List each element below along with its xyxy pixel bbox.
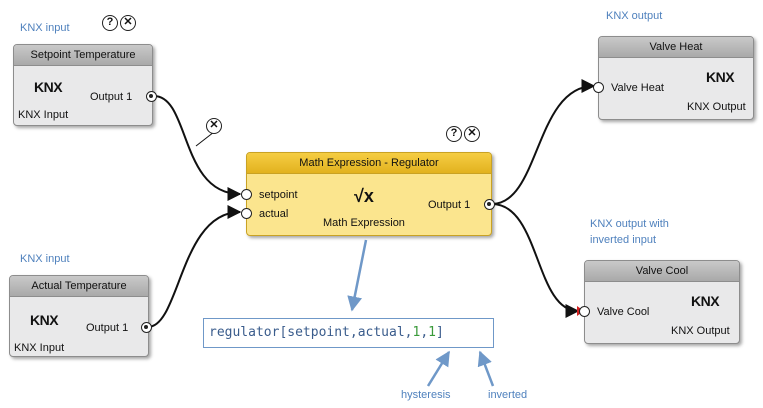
arrow-hysteresis <box>426 350 451 387</box>
caption-knx-output-top: KNX output <box>606 10 663 22</box>
node-math-expression[interactable]: Math Expression - Regulator setpoint act… <box>241 152 495 236</box>
port-label: Valve Cool <box>597 306 650 318</box>
caption-knx-output-inverted-line2: inverted input <box>590 234 657 246</box>
output-port[interactable] <box>146 91 157 102</box>
expression-prefix: regulator[setpoint,actual, <box>209 325 413 340</box>
expression-comma: , <box>420 325 429 340</box>
node-type-label: KNX Input <box>18 109 69 121</box>
node-type-label: KNX Input <box>14 342 65 354</box>
caption-hysteresis: hysteresis <box>401 389 451 401</box>
delete-connection-button[interactable]: ✕ <box>206 118 222 134</box>
node-actual-temperature[interactable]: Actual Temperature KNX Output 1 KNX Inpu… <box>9 275 152 357</box>
node-title: Setpoint Temperature <box>14 45 152 66</box>
arrow-inverted <box>477 350 495 387</box>
node-type-label: KNX Output <box>671 325 730 337</box>
knx-logo: KNX <box>30 312 59 328</box>
wire-setpoint-to-math <box>153 95 242 201</box>
caption-knx-input-bottom: KNX input <box>20 253 70 265</box>
expression-suffix: ] <box>435 325 444 340</box>
node-type-label: KNX Output <box>687 101 746 113</box>
sqrt-icon: √x <box>354 186 374 206</box>
close-button-math[interactable]: ✕ <box>464 126 480 142</box>
expression-arg-inverted: 1 <box>428 325 436 340</box>
port-label: Output 1 <box>86 322 129 334</box>
node-setpoint-temperature[interactable]: Setpoint Temperature KNX Output 1 KNX In… <box>13 44 157 126</box>
knx-logo: KNX <box>34 79 63 95</box>
close-button-knx-input[interactable]: ✕ <box>120 15 136 31</box>
input-label-setpoint: setpoint <box>259 189 298 201</box>
input-port[interactable] <box>579 306 590 317</box>
node-title: Actual Temperature <box>10 276 148 297</box>
output-port[interactable] <box>484 199 495 210</box>
port-label: Output 1 <box>90 91 133 103</box>
help-button-knx-input[interactable]: ? <box>102 15 118 31</box>
node-valve-cool[interactable]: Valve Cool Valve Cool KNX KNX Output <box>579 260 740 344</box>
caption-knx-input-top: KNX input <box>20 22 70 34</box>
expression-arg-hysteresis: 1 <box>412 325 421 340</box>
arrow-math-to-expression <box>347 239 368 312</box>
node-valve-heat[interactable]: Valve Heat Valve Heat KNX KNX Output <box>593 36 754 120</box>
caption-inverted: inverted <box>488 389 528 401</box>
input-port-actual[interactable] <box>241 208 252 219</box>
wire-actual-to-math <box>147 205 242 328</box>
expression-box: regulator[setpoint,actual,1,1] <box>203 318 494 348</box>
input-label-actual: actual <box>259 208 289 220</box>
input-port[interactable] <box>593 82 604 93</box>
wire-math-to-valve-heat <box>491 79 596 205</box>
caption-knx-output-inverted-line1: KNX output with <box>590 218 669 230</box>
port-label: Valve Heat <box>611 82 664 94</box>
node-title: Valve Heat <box>599 37 753 58</box>
wire-delete-leader <box>195 131 215 147</box>
node-title: Math Expression - Regulator <box>247 153 491 174</box>
port-label: Output 1 <box>428 199 471 211</box>
help-button-math[interactable]: ? <box>446 126 462 142</box>
node-type-label: Math Expression <box>323 217 405 229</box>
knx-logo: KNX <box>691 293 720 309</box>
node-title: Valve Cool <box>585 261 739 282</box>
input-port-setpoint[interactable] <box>241 189 252 200</box>
wire-math-to-valve-cool <box>491 203 580 318</box>
knx-logo: KNX <box>706 69 735 85</box>
output-port[interactable] <box>141 322 152 333</box>
